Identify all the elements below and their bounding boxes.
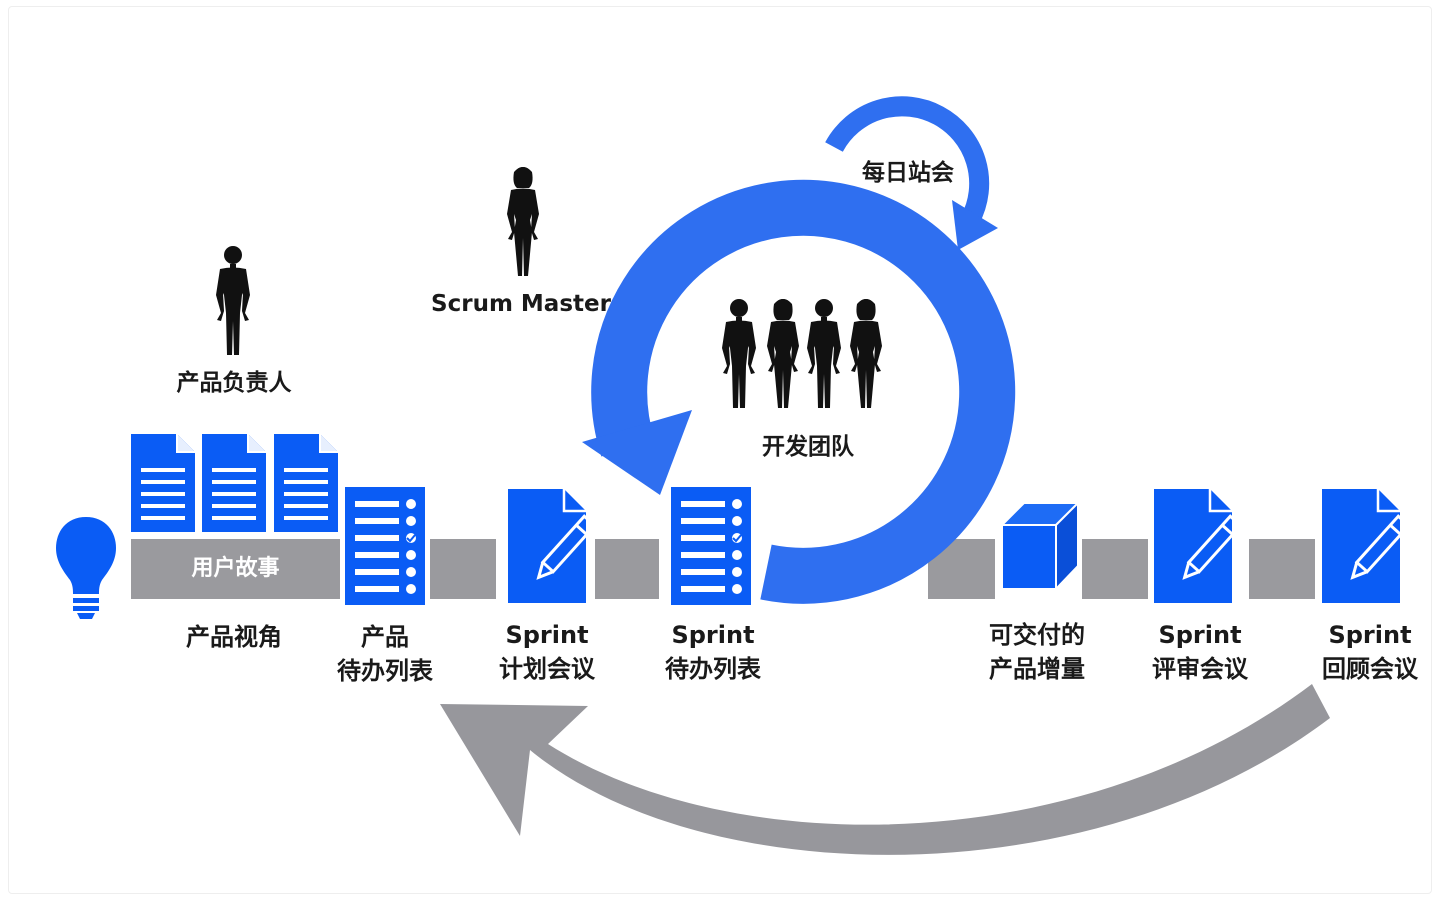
label-line: Sprint [671,621,755,649]
product-owner-figure [216,246,250,355]
scrum-master-figure [507,167,539,276]
scrum-master-label: Scrum Master [431,291,611,317]
label-line: 计划会议 [499,655,595,683]
team-member-figure [722,299,756,408]
lightbulb-icon [56,517,116,619]
label-line: 待办列表 [665,655,761,683]
product-owner-label: 产品负责人 [176,370,292,396]
diagram-frame [8,6,1432,894]
dev-team-figures [722,299,882,408]
dev-team-label: 开发团队 [762,434,854,460]
user-story-documents [130,433,339,533]
daily-standup-arrow [825,96,998,250]
label-line: 评审会议 [1152,655,1248,683]
sprint-cycle-arrow [582,179,1016,604]
product-backlog-checklist-icon [344,486,426,606]
return-arrow [440,684,1330,855]
sprint-planning-document-icon [506,487,597,605]
sprint-backlog-checklist-icon [670,486,752,606]
label-line: 回顾会议 [1322,655,1418,683]
cube-icon [999,500,1081,592]
sprint-review-document-icon [1152,487,1243,605]
sprint-retro-document-icon [1320,487,1411,605]
document-icon [273,433,339,533]
label-line: 待办列表 [337,657,433,685]
document-icon [130,433,196,533]
label-line: Sprint [1328,621,1412,649]
sprint-backlog-label: Sprint 待办列表 [613,618,813,686]
user-stories-label: 用户故事 [191,556,280,581]
product-vision-label: 产品视角 [186,623,282,651]
daily-standup-label: 每日站会 [862,160,954,186]
label-line: 可交付的 [989,621,1085,649]
label-line: Sprint [1158,621,1242,649]
team-member-figure [767,299,799,408]
label-line: 产品 [361,623,409,651]
sprint-review-label: Sprint 评审会议 [1100,618,1300,686]
label-line: Sprint [505,621,589,649]
team-member-figure [850,299,882,408]
sprint-retro-label: Sprint 回顾会议 [1270,618,1440,686]
label-line: 产品增量 [989,655,1085,683]
sprint-planning-label: Sprint 计划会议 [447,618,647,686]
document-icon [201,433,267,533]
increment-label: 可交付的 产品增量 [937,618,1137,686]
product-backlog-label: 产品 待办列表 [285,620,485,688]
team-member-figure [807,299,841,408]
